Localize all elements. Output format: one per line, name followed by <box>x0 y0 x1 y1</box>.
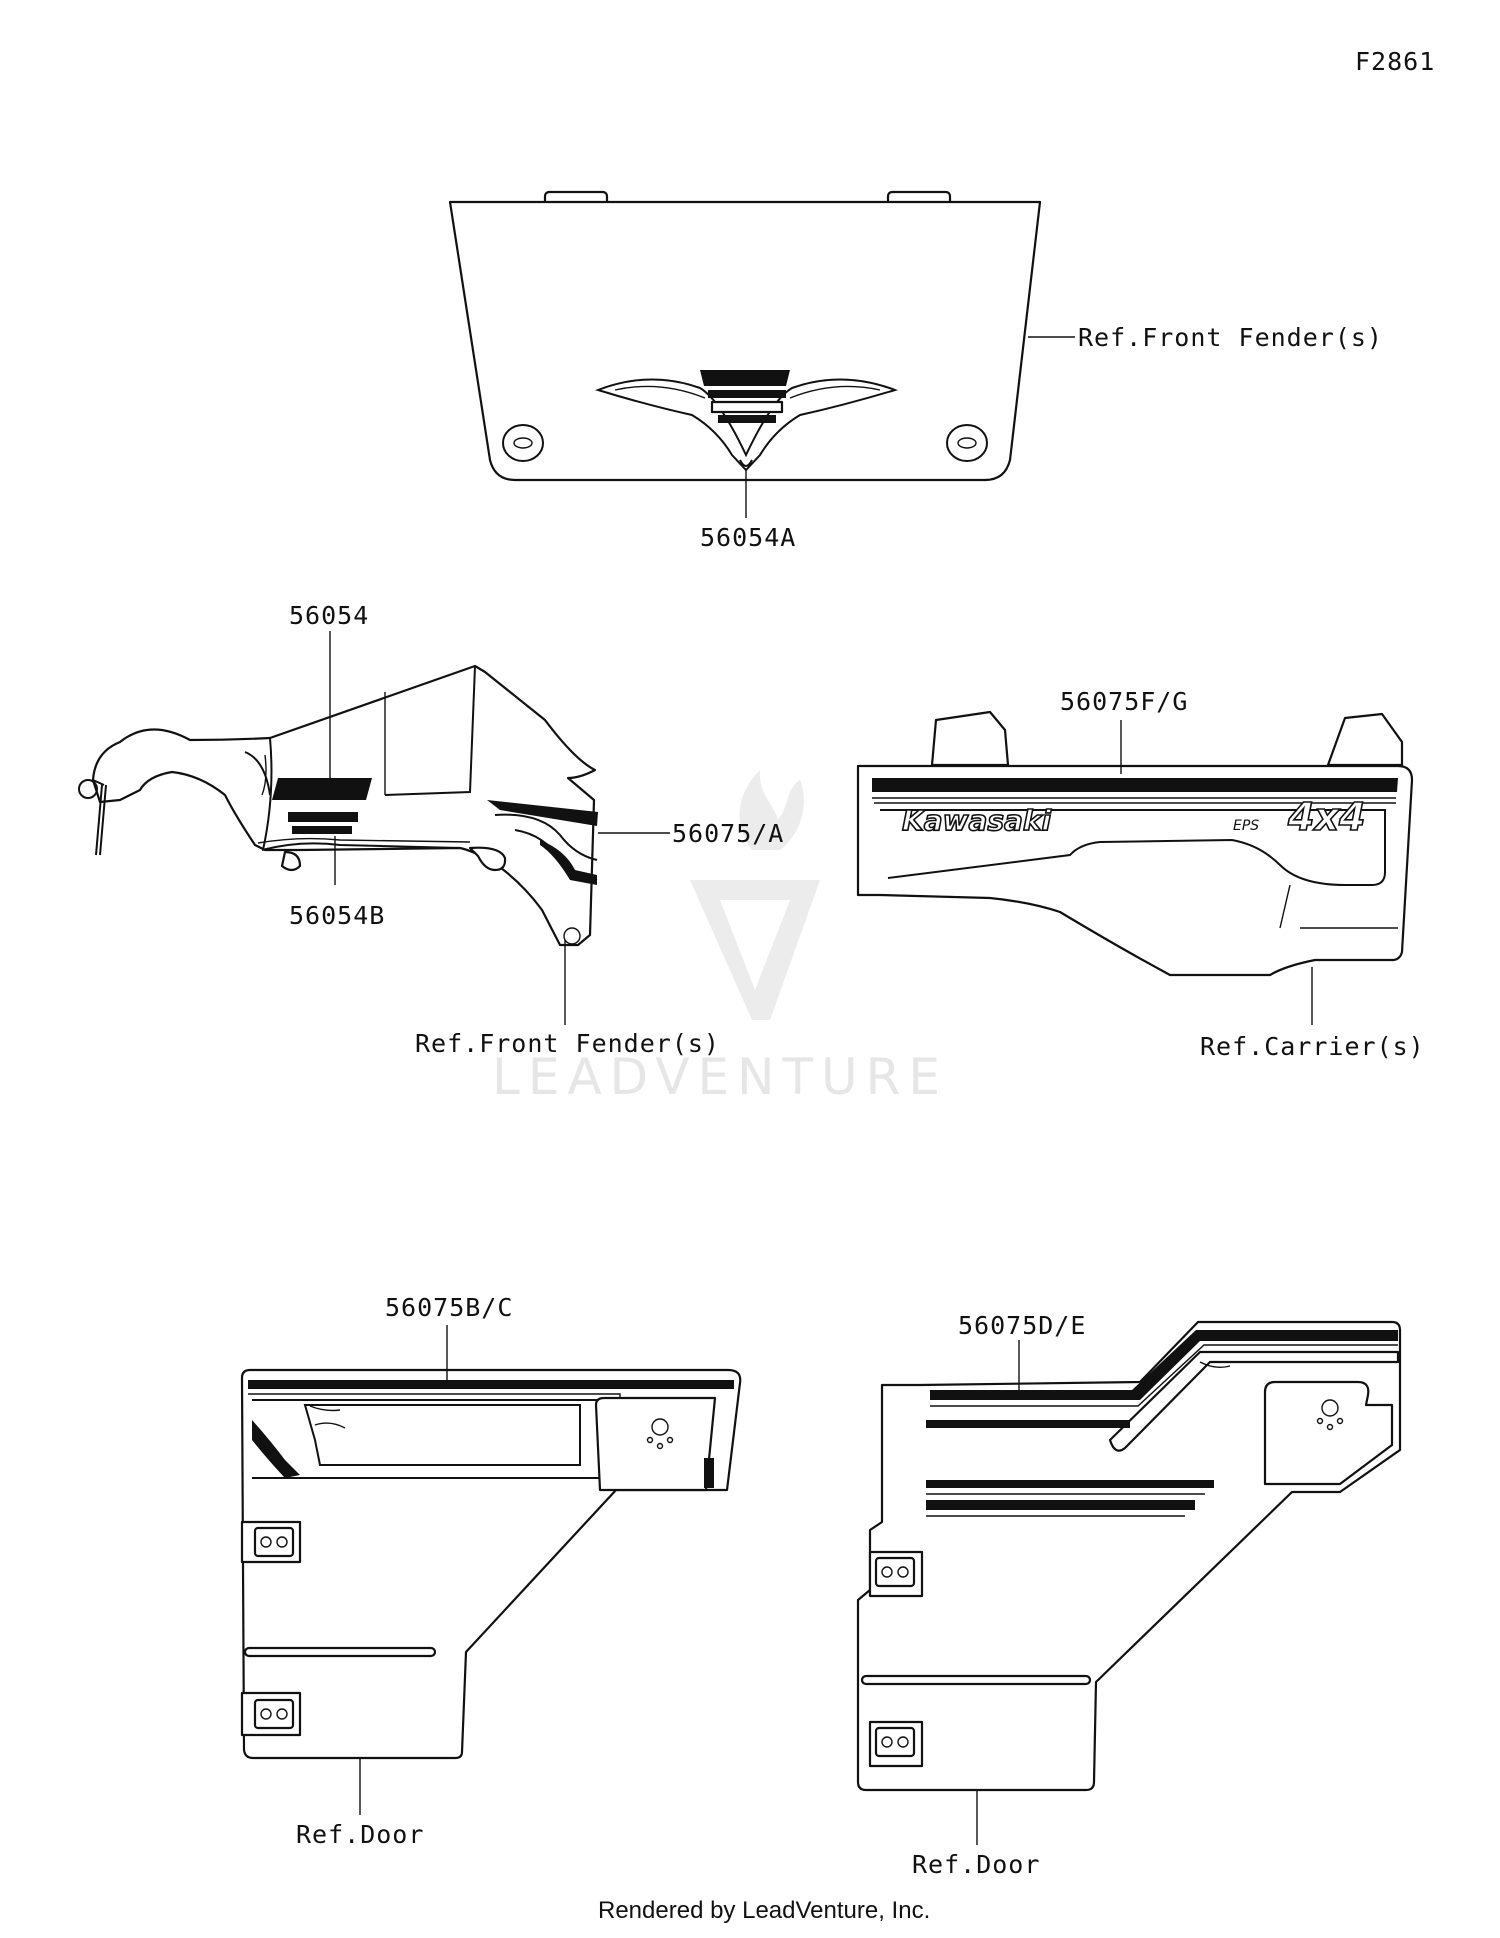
kawasaki-brand-decal: Kawasaki <box>902 804 1052 837</box>
front-fender-side-view <box>78 664 598 947</box>
callout-56054: 56054 <box>289 601 369 630</box>
callout-ref-front-fender-side: Ref.Front Fender(s) <box>415 1029 720 1058</box>
callout-56075f-g: 56075F/G <box>1060 687 1188 716</box>
watermark-text: LEADVENTURE <box>492 1048 948 1106</box>
door-right-panel <box>856 1320 1402 1792</box>
callout-56054a: 56054A <box>700 523 796 552</box>
mule-emblem-decal <box>594 370 899 472</box>
callout-ref-carrier: Ref.Carrier(s) <box>1200 1032 1425 1061</box>
callout-56075-a: 56075/A <box>672 819 784 848</box>
footer-credit: Rendered by LeadVenture, Inc. <box>598 1897 930 1924</box>
carrier-side-panel: Kawasaki 4x4 EPS <box>856 710 1414 977</box>
callout-ref-front-fender-top: Ref.Front Fender(s) <box>1078 323 1383 352</box>
4x4-decal: 4x4 <box>1287 795 1365 839</box>
front-fender-top-view <box>448 190 1042 482</box>
figure-code: F2861 <box>1355 47 1435 76</box>
callout-56075d-e: 56075D/E <box>958 1311 1086 1340</box>
callout-ref-door-right: Ref.Door <box>912 1850 1040 1879</box>
side-stripe-decal <box>487 800 598 885</box>
leadventure-watermark: LEADVENTURE <box>492 770 948 1106</box>
callout-ref-door-left: Ref.Door <box>296 1820 424 1849</box>
callout-56075b-c: 56075B/C <box>385 1293 513 1322</box>
door-left-panel <box>240 1368 742 1760</box>
eps-decal: EPS <box>1233 818 1259 834</box>
mule-side-decal <box>272 778 372 834</box>
callout-56054b: 56054B <box>289 901 385 930</box>
